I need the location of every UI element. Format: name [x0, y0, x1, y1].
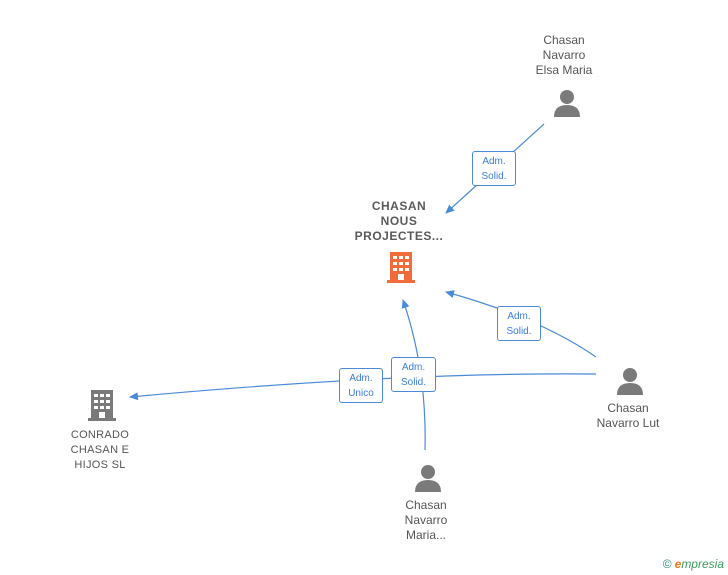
company-conrado-line-2: CHASAN E	[70, 444, 130, 456]
person-elsa-line-2: Navarro	[542, 48, 586, 62]
person-lut-line-2: Navarro Lut	[596, 416, 660, 430]
company-conrado-line-1: CONRADO	[70, 429, 130, 441]
person-lut-line-1: Chasan	[607, 401, 649, 415]
person-icon[interactable]	[413, 463, 443, 493]
edge-label-lut-center[interactable]: Adm. Solid.	[497, 306, 541, 341]
edge-label-line: Adm.	[401, 362, 426, 373]
edge-label-maria-center[interactable]: Adm. Solid.	[391, 357, 436, 392]
person-label-elsa[interactable]: Chasan Navarro Elsa Maria	[504, 33, 624, 78]
person-elsa-line-3: Elsa Maria	[535, 63, 593, 77]
person-maria-line-2: Navarro	[404, 513, 448, 527]
person-maria-line-3: Maria...	[405, 528, 446, 542]
center-company-label[interactable]: CHASAN NOUS PROJECTES...	[339, 199, 459, 244]
edge-label-line: Adm.	[507, 311, 531, 322]
person-label-lut[interactable]: Chasan Navarro Lut	[568, 401, 688, 431]
company-label-conrado[interactable]: CONRADO CHASAN E HIJOS SL	[40, 428, 160, 473]
edge-label-elsa-center[interactable]: Adm. Solid.	[472, 151, 516, 186]
person-icon[interactable]	[552, 88, 582, 118]
building-icon[interactable]	[385, 250, 417, 284]
edge-label-line: Solid.	[506, 326, 532, 337]
edge-label-line: Solid.	[400, 377, 426, 388]
brand-footer[interactable]: ©empresia	[663, 557, 724, 571]
center-company-line-1: CHASAN	[371, 199, 427, 213]
person-icon[interactable]	[615, 366, 645, 396]
person-maria-line-1: Chasan	[405, 498, 447, 512]
building-icon[interactable]	[86, 388, 118, 422]
person-label-maria[interactable]: Chasan Navarro Maria...	[366, 498, 486, 543]
edge-label-line: Unico	[348, 388, 374, 399]
copyright-icon: ©	[662, 557, 672, 571]
company-conrado-line-3: HIJOS SL	[74, 459, 126, 471]
edge-label-lut-conrado[interactable]: Adm. Unico	[339, 368, 383, 403]
center-company-line-3: PROJECTES...	[354, 229, 444, 243]
edge-label-line: Solid.	[481, 171, 507, 182]
edge-label-line: Adm.	[482, 156, 506, 167]
brand-initial: e	[674, 557, 682, 571]
person-elsa-line-1: Chasan	[543, 33, 585, 47]
center-company-line-2: NOUS	[380, 214, 418, 228]
edge-label-line: Adm.	[349, 373, 373, 384]
brand-name: mpresia	[681, 557, 724, 571]
